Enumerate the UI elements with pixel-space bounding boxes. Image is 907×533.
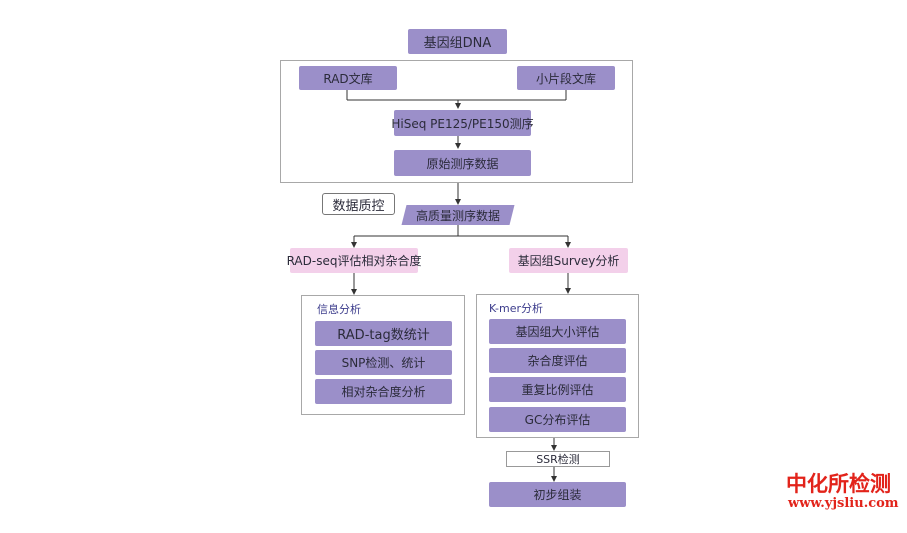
rad-seq-eval-node: RAD-seq评估相对杂合度 — [287, 248, 421, 273]
genome-size-node: 基因组大小评估 — [489, 319, 626, 344]
genome-dna-node: 基因组DNA — [408, 29, 507, 54]
assembly-node: 初步组装 — [489, 482, 626, 507]
clean-data-label: 高质量测序数据 — [415, 208, 500, 223]
clean-data-node: 高质量测序数据 — [404, 205, 512, 225]
small-fragment-library-node: 小片段文库 — [517, 66, 615, 90]
heterozygosity-node: 杂合度评估 — [489, 348, 626, 373]
relative-heterozygosity-node: 相对杂合度分析 — [315, 379, 452, 404]
sequencing-frame — [280, 60, 633, 183]
rad-library-node: RAD文库 — [299, 66, 397, 90]
snp-detection-node: SNP检测、统计 — [315, 350, 452, 375]
info-analysis-frame — [301, 295, 465, 415]
kmer-title: K-mer分析 — [489, 302, 544, 315]
watermark-name: 中化所检测 — [786, 471, 891, 496]
info-analysis-title: 信息分析 — [317, 303, 361, 316]
kmer-frame — [476, 294, 639, 438]
hiseq-sequencing-node: HiSeq PE125/PE150测序 — [391, 110, 534, 136]
survey-analysis-node: 基因组Survey分析 — [509, 248, 628, 273]
watermark-url: www.yjsliu.com — [788, 496, 899, 511]
qc-label: 数据质控 — [322, 193, 395, 215]
raw-data-node: 原始测序数据 — [394, 150, 531, 176]
gc-distribution-node: GC分布评估 — [489, 407, 626, 432]
rad-tag-stats-node: RAD-tag数统计 — [315, 321, 452, 346]
ssr-detection-node: SSR检测 — [506, 451, 610, 467]
repeat-ratio-node: 重复比例评估 — [489, 377, 626, 402]
